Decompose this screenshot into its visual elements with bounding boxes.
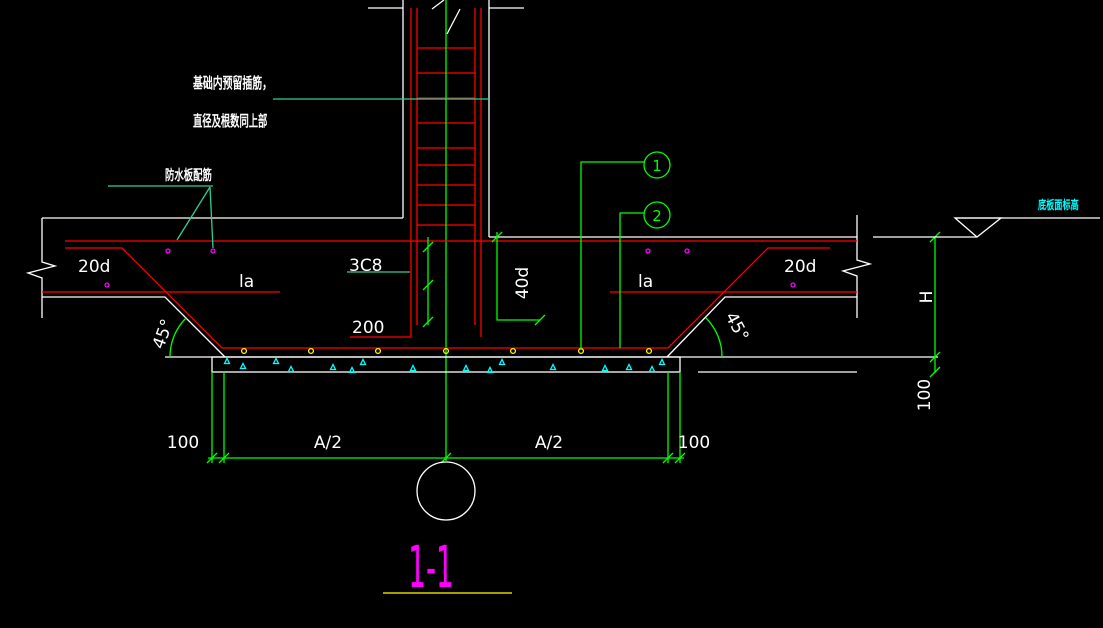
slab-rebar-section-dot bbox=[104, 282, 110, 288]
aggregate-triangle bbox=[287, 365, 295, 373]
slab-rebar-note-pointer bbox=[209, 186, 214, 249]
slab-rebar-note-pointer bbox=[176, 186, 211, 241]
elevation-triangle bbox=[953, 217, 1003, 238]
label-la-right: la bbox=[638, 272, 653, 292]
aggregate-triangle bbox=[648, 365, 656, 373]
dimension-tick bbox=[422, 241, 434, 253]
cushion-aggregate bbox=[223, 357, 666, 374]
label-bend-200: 200 bbox=[352, 318, 384, 338]
section-title: 1-1 bbox=[408, 533, 453, 601]
callout-1-leader bbox=[580, 161, 644, 350]
label-anchor-40d: 40d bbox=[513, 267, 533, 299]
dowel-note-line2: 直径及根数同上部 bbox=[193, 112, 268, 130]
dimension-tick bbox=[422, 316, 434, 328]
aggregate-triangle bbox=[272, 357, 280, 365]
foundation-bottom-rebar bbox=[65, 247, 830, 349]
elevation-label: 底板面标高 bbox=[1038, 197, 1079, 212]
column-break-line bbox=[431, 0, 445, 10]
rebar-section-dot bbox=[307, 347, 315, 355]
dimension-tick bbox=[674, 452, 686, 464]
label-height-h: H bbox=[917, 291, 937, 304]
aggregate-triangle bbox=[329, 363, 337, 371]
label-stirrups: 3C8 bbox=[349, 256, 383, 276]
dimension-tick bbox=[929, 351, 941, 363]
column-break-line bbox=[446, 8, 461, 35]
aggregate-triangle bbox=[239, 362, 247, 370]
angle-arc-right bbox=[705, 317, 723, 358]
dimension-tick bbox=[662, 452, 674, 464]
label-20d-left: 20d bbox=[78, 257, 110, 277]
dim-right-100: 100 bbox=[678, 433, 710, 453]
aggregate-triangle bbox=[223, 357, 231, 365]
dim-right-half: A/2 bbox=[535, 433, 563, 453]
break-symbol-right bbox=[840, 215, 873, 318]
slab-rebar-note: 防水板配筋 bbox=[165, 167, 212, 183]
label-angle-right: 45° bbox=[721, 309, 753, 345]
foundation-outline bbox=[25, 215, 938, 374]
slab-rebar-section-dot bbox=[645, 248, 651, 254]
dimension-tick bbox=[491, 231, 503, 243]
slab-rebar-section-dot bbox=[210, 248, 216, 254]
foundation-haunch-left bbox=[42, 296, 226, 358]
annotations: 基础内预留插筋， 直径及根数同上部 防水板配筋 底板面标高 20d la 3C8… bbox=[78, 74, 1079, 601]
dim-left-half: A/2 bbox=[314, 433, 342, 453]
aggregate-triangle bbox=[359, 358, 367, 366]
label-la-left: la bbox=[239, 272, 254, 292]
dim-left-100: 100 bbox=[167, 433, 199, 453]
dimension-tick bbox=[422, 279, 434, 291]
aggregate-triangle bbox=[486, 366, 494, 374]
callout-2-leader bbox=[619, 212, 644, 348]
rebar-section-dot bbox=[374, 347, 382, 355]
slab-rebar-section-dot bbox=[684, 248, 690, 254]
label-cushion-100: 100 bbox=[915, 379, 935, 411]
dimension-tick bbox=[218, 452, 230, 464]
callout-circle-2 bbox=[643, 201, 671, 229]
leaders bbox=[108, 98, 644, 350]
slab-rebar-section-dot bbox=[790, 282, 796, 288]
reinforcement bbox=[42, 240, 857, 355]
callout-2-number: 2 bbox=[652, 207, 662, 225]
dimension-tick bbox=[929, 366, 941, 378]
dimensions bbox=[169, 231, 941, 464]
elevation-mark bbox=[873, 217, 1100, 238]
rebar-section-dot bbox=[645, 347, 653, 355]
column-rebar-left-bent bbox=[350, 8, 412, 338]
aggregate-triangle bbox=[625, 363, 633, 371]
anchor-40d-dimension bbox=[496, 232, 540, 321]
dimension-tick bbox=[534, 314, 546, 326]
concrete-cushion bbox=[211, 356, 681, 373]
callout-circle-1 bbox=[643, 151, 671, 179]
aggregate-triangle bbox=[549, 363, 557, 371]
dimension-tick bbox=[206, 452, 218, 464]
rebar-section-dot bbox=[509, 347, 517, 355]
aggregate-triangle bbox=[409, 364, 417, 372]
slab-rebar-section-dot bbox=[165, 248, 171, 254]
aggregate-triangle bbox=[462, 364, 470, 372]
section-index-circle bbox=[416, 461, 476, 521]
rebar-section-dot bbox=[442, 347, 450, 355]
rebar-sections bbox=[104, 248, 796, 355]
aggregate-triangle bbox=[658, 358, 666, 366]
callout-1-number: 1 bbox=[652, 157, 662, 175]
column bbox=[350, 0, 524, 461]
break-symbol-left bbox=[25, 218, 58, 318]
rebar-section-dot bbox=[240, 347, 248, 355]
aggregate-triangle bbox=[498, 358, 506, 366]
dowel-note-line1: 基础内预留插筋， bbox=[192, 74, 272, 92]
angle-arc-left bbox=[169, 317, 187, 358]
dimension-ticks bbox=[206, 231, 941, 464]
aggregate-triangle bbox=[348, 366, 356, 374]
aggregate-triangle bbox=[601, 364, 609, 372]
foundation-haunch-right bbox=[666, 296, 857, 358]
label-20d-right: 20d bbox=[784, 257, 816, 277]
label-angle-left: 45° bbox=[149, 317, 178, 352]
dimension-tick bbox=[440, 452, 452, 464]
